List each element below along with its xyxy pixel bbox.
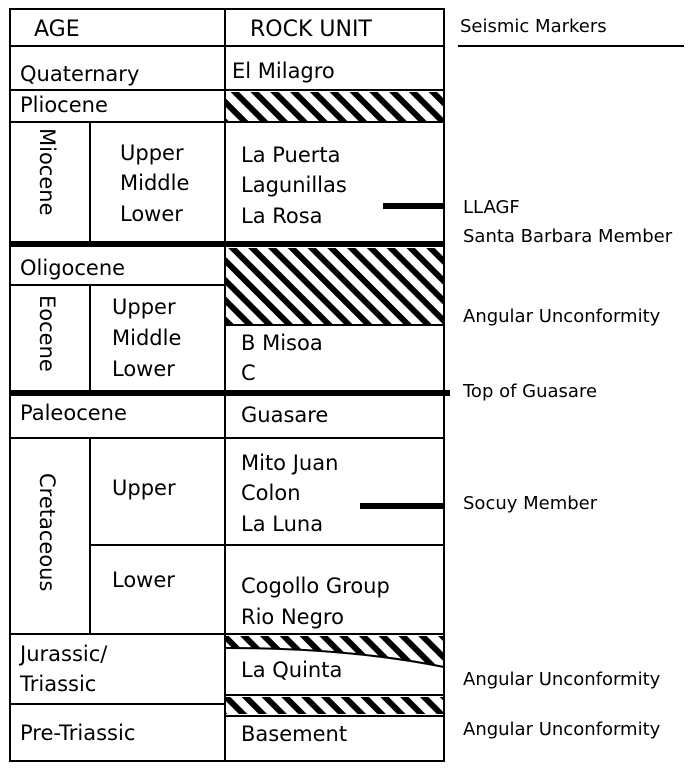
marker-top-of-guasare: Top of Guasare [462, 381, 597, 402]
unit-mito-juan: Mito Juan [241, 451, 338, 475]
unit-la-puerta: La Puerta [241, 143, 341, 167]
marker-santa-barbara: Santa Barbara Member [463, 226, 673, 247]
unit-guasare: Guasare [241, 403, 328, 427]
age-quaternary: Quaternary [20, 62, 139, 86]
miocene-middle: Middle [120, 171, 189, 195]
unit-basement: Basement [241, 722, 347, 746]
marker-llagf: LLAGF [463, 197, 520, 218]
unit-rio-negro: Rio Negro [241, 605, 344, 629]
unit-la-rosa: La Rosa [241, 204, 323, 228]
eocene-lower: Lower [112, 357, 175, 381]
marker-angular-unconformity-la-quinta: Angular Unconformity [463, 669, 661, 690]
basement-unconformity-hatch [226, 697, 444, 714]
unit-misoa-c: C [241, 361, 256, 385]
oligocene-gap-hatch [226, 248, 444, 324]
seismic-markers-header: Seismic Markers [460, 16, 607, 37]
age-pre-triassic: Pre-Triassic [20, 721, 135, 745]
eocene-middle: Middle [112, 326, 181, 350]
age-eocene: Eocene [35, 295, 59, 372]
socuy-marker-tick [360, 503, 444, 509]
cretaceous-upper: Upper [112, 476, 176, 500]
marker-socuy-member: Socuy Member [463, 493, 598, 514]
eocene-upper: Upper [112, 295, 176, 319]
unit-el-milagro: El Milagro [232, 59, 335, 83]
age-jurassic: Jurassic/ [18, 642, 108, 666]
age-pliocene: Pliocene [20, 93, 108, 117]
miocene-lower: Lower [120, 202, 183, 226]
pliocene-gap-hatch [226, 92, 444, 122]
unit-misoa-b: B Misoa [241, 331, 323, 355]
age-header: AGE [34, 17, 80, 42]
marker-angular-unconformity-basement: Angular Unconformity [463, 719, 661, 740]
marker-angular-unconformity-oligocene: Angular Unconformity [463, 306, 661, 327]
unit-colon: Colon [241, 481, 301, 505]
age-cretaceous: Cretaceous [35, 473, 59, 591]
age-oligocene: Oligocene [20, 256, 125, 280]
age-triassic: Triassic [19, 672, 96, 696]
unit-cogollo-group: Cogollo Group [241, 574, 390, 598]
age-paleocene: Paleocene [20, 401, 127, 425]
miocene-upper: Upper [120, 141, 184, 165]
unit-la-luna: La Luna [241, 512, 323, 536]
age-miocene: Miocene [35, 128, 59, 216]
rock-unit-header: ROCK UNIT [250, 17, 372, 42]
unit-la-quinta: La Quinta [241, 658, 342, 682]
llagf-marker-tick [383, 203, 444, 209]
cretaceous-lower: Lower [112, 568, 175, 592]
column-grid [9, 8, 445, 762]
unit-lagunillas: Lagunillas [241, 173, 347, 197]
